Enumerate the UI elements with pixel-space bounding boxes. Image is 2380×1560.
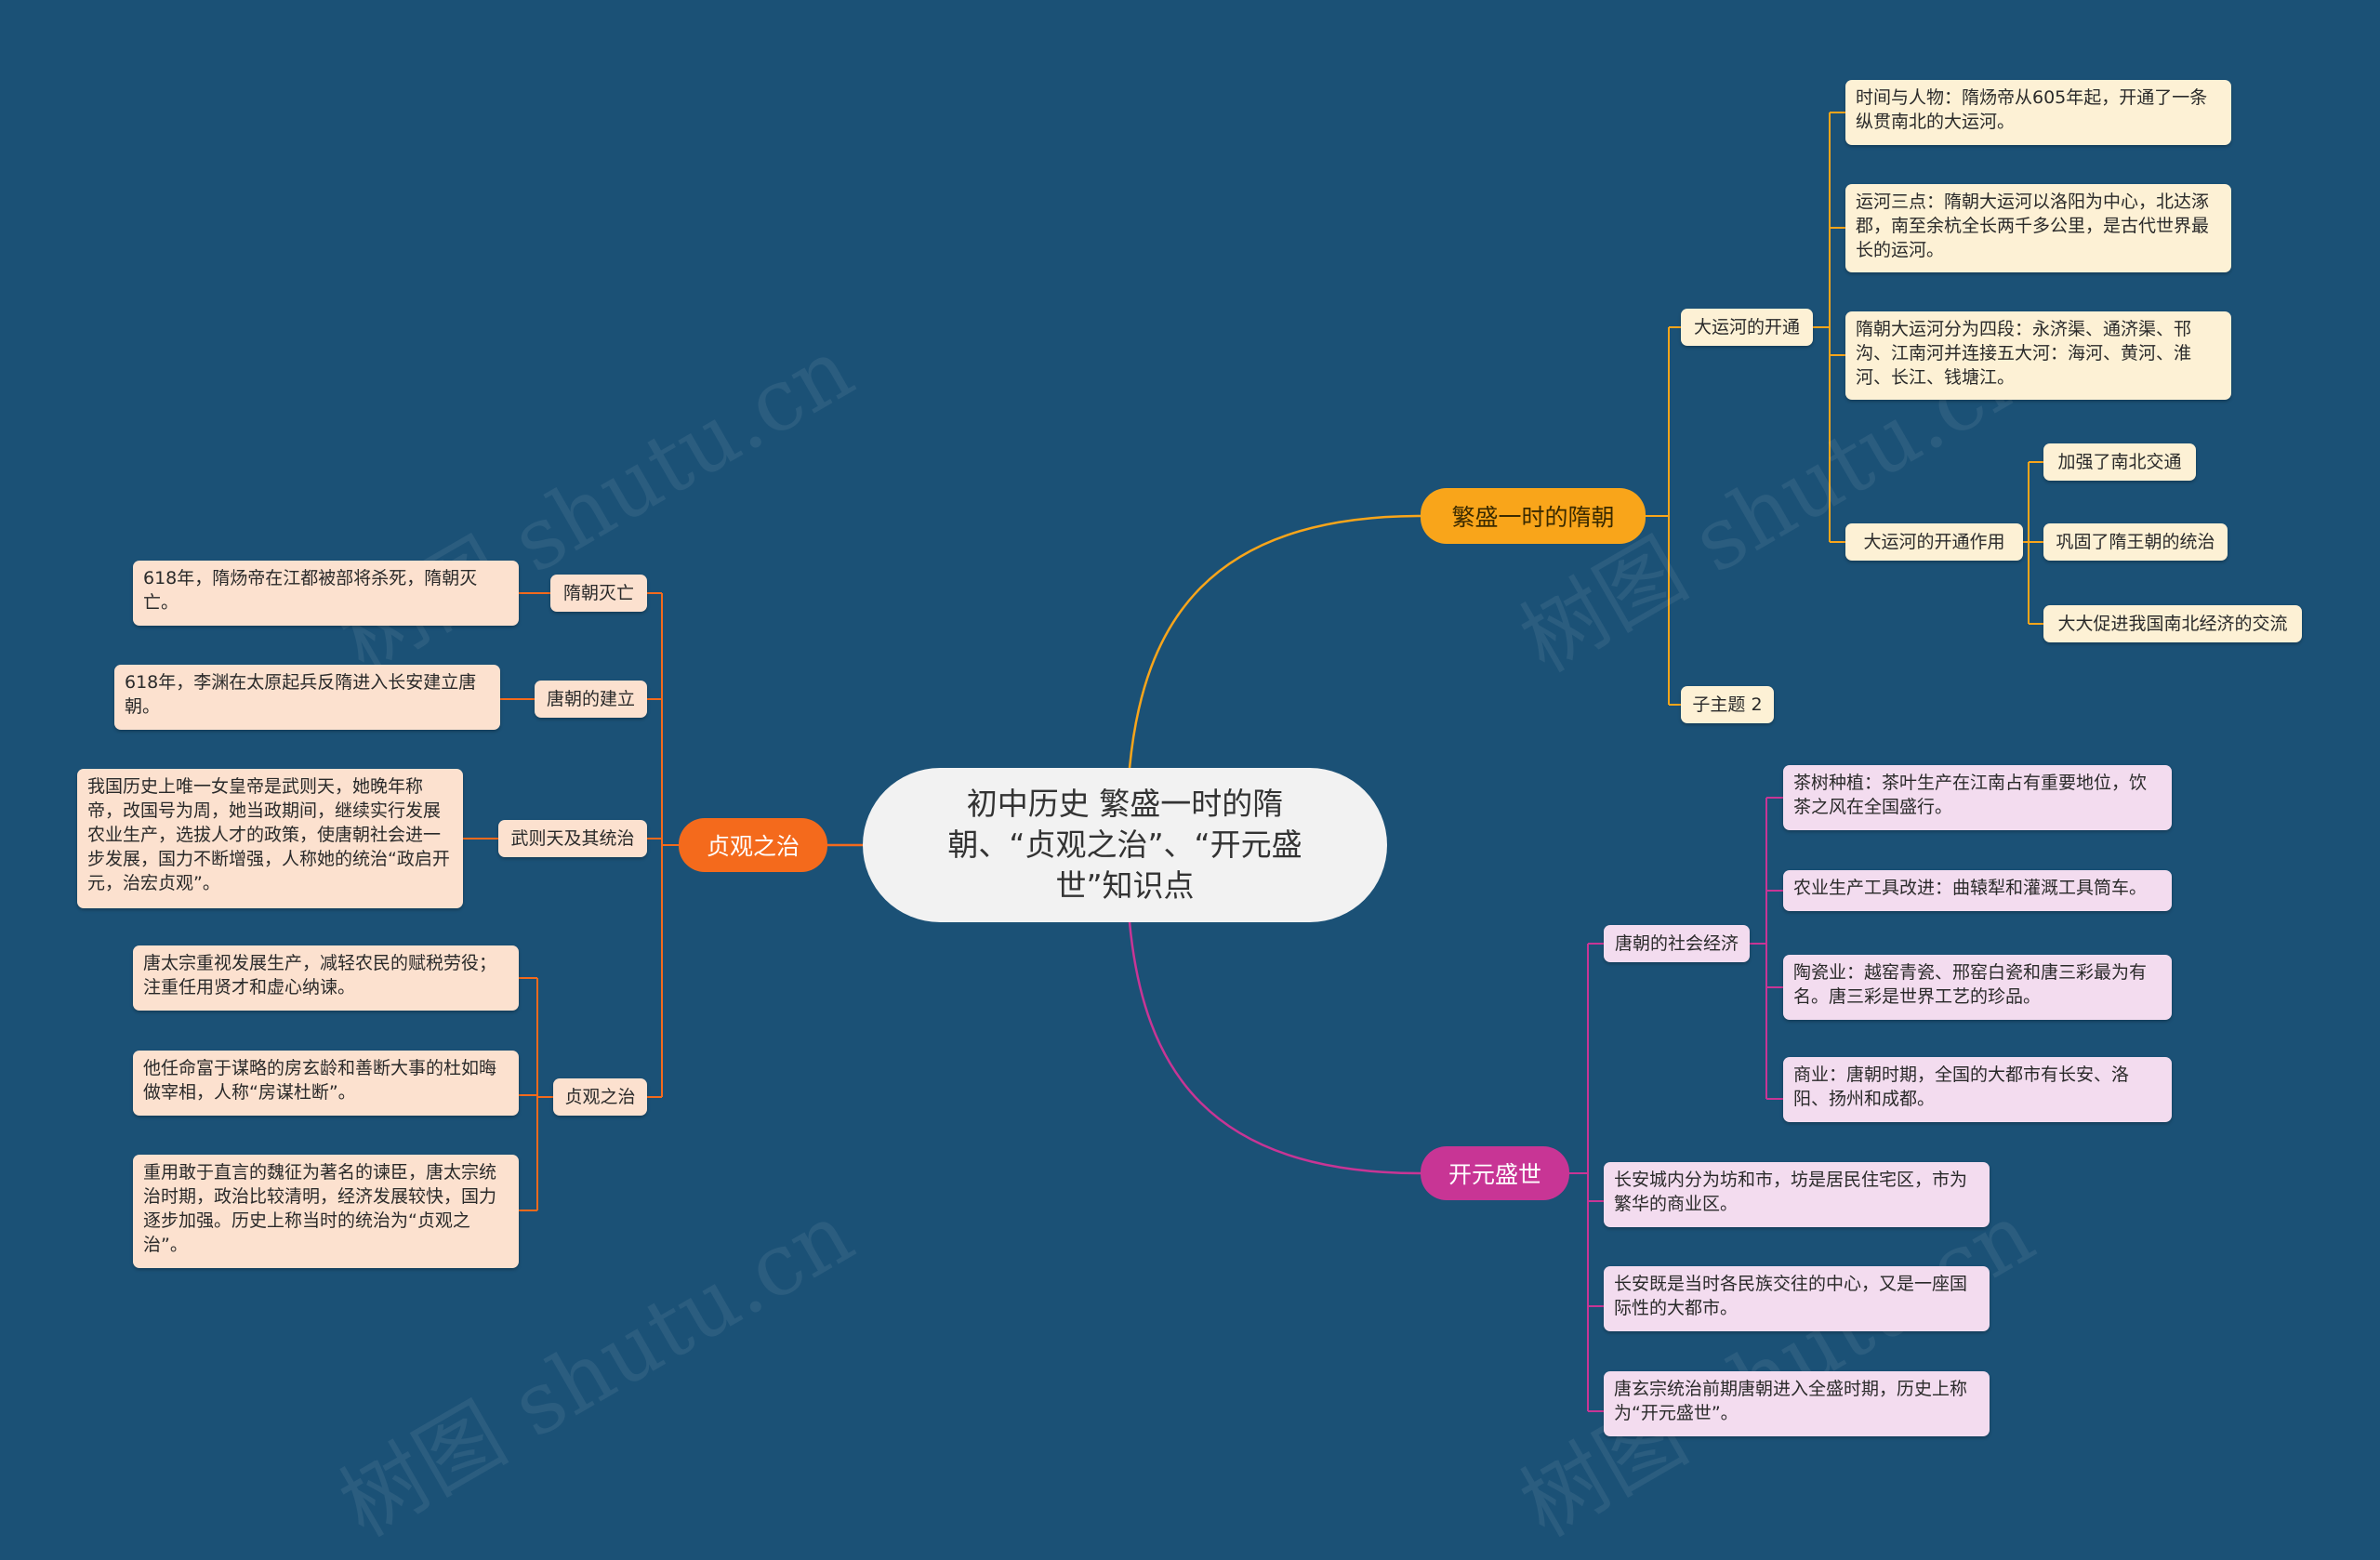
zhenguan-detail[interactable]: 他任命富于谋略的房玄龄和善断大事的杜如晦做宰相，人称“房谋杜断”。 <box>133 1051 519 1116</box>
canal-effect-item[interactable]: 大大促进我国南北经济的交流 <box>2043 605 2302 642</box>
zhenguan-detail[interactable]: 重用敢于直言的魏征为著名的谏臣，唐太宗统治时期，政治比较清明，经济发展较快，国力… <box>133 1155 519 1268</box>
link-center-sui <box>1128 514 1421 769</box>
canal-detail[interactable]: 隋朝大运河分为四段：永济渠、通济渠、邗沟、江南河并连接五大河：海河、黄河、淮河、… <box>1845 311 2231 400</box>
sui-fall-detail[interactable]: 618年，隋炀帝在江都被部将杀死，隋朝灭亡。 <box>133 561 519 626</box>
kaiyuan-detail[interactable]: 唐玄宗统治前期唐朝进入全盛时期，历史上称为“开元盛世”。 <box>1604 1371 1990 1436</box>
topic-tang-economy[interactable]: 唐朝的社会经济 <box>1604 925 1750 962</box>
branch-kaiyuan[interactable]: 开元盛世 <box>1421 1146 1569 1200</box>
kaiyuan-detail[interactable]: 长安既是当时各民族交往的中心，又是一座国际性的大都市。 <box>1604 1266 1990 1331</box>
mindmap-canvas: 树图 shutu.cn 树图 shutu.cn 树图 shutu.cn 树图 s… <box>77 80 2302 1556</box>
wu-zetian-detail[interactable]: 我国历史上唯一女皇帝是武则天，她晚年称帝，改国号为周，她当政期间，继续实行发展农… <box>77 769 463 908</box>
tang-founding-detail[interactable]: 618年，李渊在太原起兵反隋进入长安建立唐朝。 <box>114 665 500 730</box>
connector-lines <box>463 112 2043 1412</box>
branch-zhenguan[interactable]: 贞观之治 <box>679 818 827 872</box>
topic-wu-zetian[interactable]: 武则天及其统治 <box>498 820 647 857</box>
kaiyuan-detail[interactable]: 长安城内分为坊和市，坊是居民住宅区，市为繁华的商业区。 <box>1604 1162 1990 1227</box>
zhenguan-detail[interactable]: 唐太宗重视发展生产，减轻农民的赋税劳役；注重任用贤才和虚心纳谏。 <box>133 945 519 1011</box>
branch-sui[interactable]: 繁盛一时的隋朝 <box>1421 488 1646 544</box>
topic-sui-fall[interactable]: 隋朝灭亡 <box>550 575 647 612</box>
canal-effect-item[interactable]: 巩固了隋王朝的统治 <box>2043 523 2228 561</box>
link-center-kaiyuan <box>1128 921 1421 1175</box>
economy-detail[interactable]: 商业：唐朝时期，全国的大都市有长安、洛阳、扬州和成都。 <box>1783 1057 2172 1122</box>
economy-detail[interactable]: 农业生产工具改进：曲辕犁和灌溉工具筒车。 <box>1783 870 2172 911</box>
canal-detail[interactable]: 时间与人物：隋炀帝从605年起，开通了一条纵贯南北的大运河。 <box>1845 80 2231 145</box>
economy-detail[interactable]: 陶瓷业：越窑青瓷、邢窑白瓷和唐三彩最为有名。唐三彩是世界工艺的珍品。 <box>1783 955 2172 1020</box>
topic-canal-opening[interactable]: 大运河的开通 <box>1681 309 1813 346</box>
central-topic[interactable]: 初中历史 繁盛一时的隋朝、“贞观之治”、“开元盛世”知识点 <box>863 768 1387 922</box>
topic-tang-founding[interactable]: 唐朝的建立 <box>535 681 647 718</box>
economy-detail[interactable]: 茶树种植：茶叶生产在江南占有重要地位，饮茶之风在全国盛行。 <box>1783 765 2172 830</box>
canal-effect-item[interactable]: 加强了南北交通 <box>2043 443 2196 481</box>
topic-subtopic-2[interactable]: 子主题 2 <box>1681 686 1774 723</box>
topic-zhenguan-rule[interactable]: 贞观之治 <box>553 1078 647 1116</box>
topic-canal-effect[interactable]: 大运河的开通作用 <box>1845 523 2023 561</box>
canal-detail[interactable]: 运河三点：隋朝大运河以洛阳为中心，北达涿郡，南至余杭全长两千多公里，是古代世界最… <box>1845 184 2231 272</box>
